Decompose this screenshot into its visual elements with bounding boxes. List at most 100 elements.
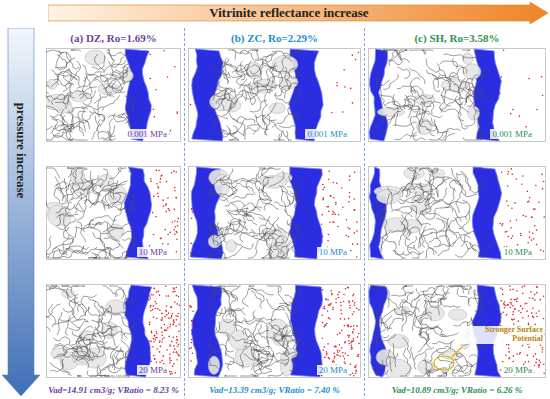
molecule-bond <box>469 355 478 366</box>
methane-dot <box>162 243 164 245</box>
molecule-bond <box>381 230 391 249</box>
methane-dot <box>177 353 179 355</box>
methane-dot <box>510 302 512 304</box>
methane-dot <box>148 299 150 301</box>
molecule-bond <box>234 316 255 323</box>
molecule-bond <box>259 225 267 242</box>
methane-dot <box>156 291 158 293</box>
molecule-bond <box>101 320 105 342</box>
methane-dot <box>535 312 537 314</box>
molecule-bond <box>387 106 410 109</box>
snapshot-illustration <box>188 48 361 142</box>
methane-dot <box>343 294 345 296</box>
molecule-bond <box>217 70 225 89</box>
methane-dot <box>329 304 331 306</box>
panel-heading: (a) DZ, Ro=1.69% <box>70 32 156 45</box>
molecule-bond <box>289 50 299 58</box>
methane-dot <box>532 307 534 309</box>
arrow-label: Vitrinite reflectance increase <box>209 6 368 21</box>
arrow-body <box>2 28 40 396</box>
box-outline <box>189 285 361 378</box>
methane-dot <box>166 310 168 312</box>
methane-dot <box>156 337 158 339</box>
methane-dot <box>504 301 506 303</box>
methane-dot <box>161 175 163 177</box>
methane-dot <box>177 316 179 318</box>
methane-dot <box>150 341 152 343</box>
methane-dot <box>164 229 166 231</box>
methane-dot <box>520 235 522 237</box>
molecule-bond <box>272 51 292 62</box>
methane-dot <box>169 362 171 364</box>
molecule-bond <box>266 325 268 349</box>
methane-dot <box>328 357 330 359</box>
methane-dot <box>513 355 515 357</box>
methane-dot <box>331 294 333 296</box>
methane-dot <box>351 345 353 347</box>
box-outline <box>47 285 181 378</box>
molecule-bond <box>444 54 464 60</box>
molecule-bond <box>228 50 236 60</box>
methane-dot <box>339 355 341 357</box>
molecule-bond <box>66 248 88 253</box>
molecule-bond <box>415 194 435 203</box>
methane-dot <box>178 331 180 333</box>
methane-dot <box>356 221 358 223</box>
molecule-bond <box>420 287 437 295</box>
methane-dot <box>507 304 509 306</box>
molecule-bond <box>376 114 386 129</box>
molecule-bond <box>46 90 49 93</box>
snapshot-illustration <box>188 284 361 378</box>
molecule-bond <box>65 202 74 217</box>
coal-surface <box>102 322 118 339</box>
methane-dot <box>176 352 178 354</box>
methane-dot <box>508 358 510 360</box>
methane-dot <box>543 181 545 183</box>
methane-dot <box>322 197 324 199</box>
molecule-bond <box>78 175 99 183</box>
box-outline <box>369 285 546 378</box>
methane-dot <box>333 212 335 214</box>
molecule-bond <box>229 210 251 216</box>
molecule-bond <box>447 218 457 238</box>
methane-dot <box>542 349 544 351</box>
methane-dot <box>178 344 180 346</box>
pressure-label: 10 MPa <box>317 247 349 257</box>
methane-dot <box>514 299 516 301</box>
methane-dot <box>153 196 155 198</box>
methane-molecules <box>189 287 360 377</box>
molecule-bond <box>210 232 220 247</box>
molecule-bond <box>463 55 482 58</box>
coal-matrix <box>210 286 299 376</box>
methane-dot <box>541 76 543 78</box>
molecule-bond <box>259 187 272 201</box>
molecule-bond <box>285 295 294 305</box>
molecule-bond <box>412 245 419 258</box>
methane-dot <box>178 296 180 298</box>
molecule-bond <box>419 168 432 173</box>
molecule-bond <box>92 119 101 140</box>
molecule-bond <box>52 94 65 105</box>
molecule-bond <box>260 235 276 245</box>
methane-dot <box>349 307 351 309</box>
pressure-label: 20 MPa <box>137 365 169 375</box>
molecule-bond <box>387 318 404 331</box>
molecule-bond <box>440 89 446 111</box>
molecule-bond <box>416 174 432 187</box>
methane-dot <box>334 356 336 358</box>
panel-heading: (c) SH, Ro=3.58% <box>414 32 499 45</box>
molecule-bond <box>476 133 483 139</box>
methane-dot <box>336 85 338 87</box>
methane-dot <box>173 345 175 347</box>
methane-dot <box>326 354 328 356</box>
molecule-bond <box>226 310 246 317</box>
adsorption-result: Vad=14.91 cm3/g; VRatio = 8.23 % <box>48 385 179 395</box>
methane-dot <box>152 309 154 311</box>
methane-dot <box>161 327 163 329</box>
molecule-bond <box>113 184 125 199</box>
snapshot-illustration <box>46 48 181 142</box>
molecule-bond <box>52 115 65 128</box>
molecule-bond <box>386 353 398 367</box>
methane-dot <box>348 236 350 238</box>
molecule-bond <box>292 69 299 75</box>
